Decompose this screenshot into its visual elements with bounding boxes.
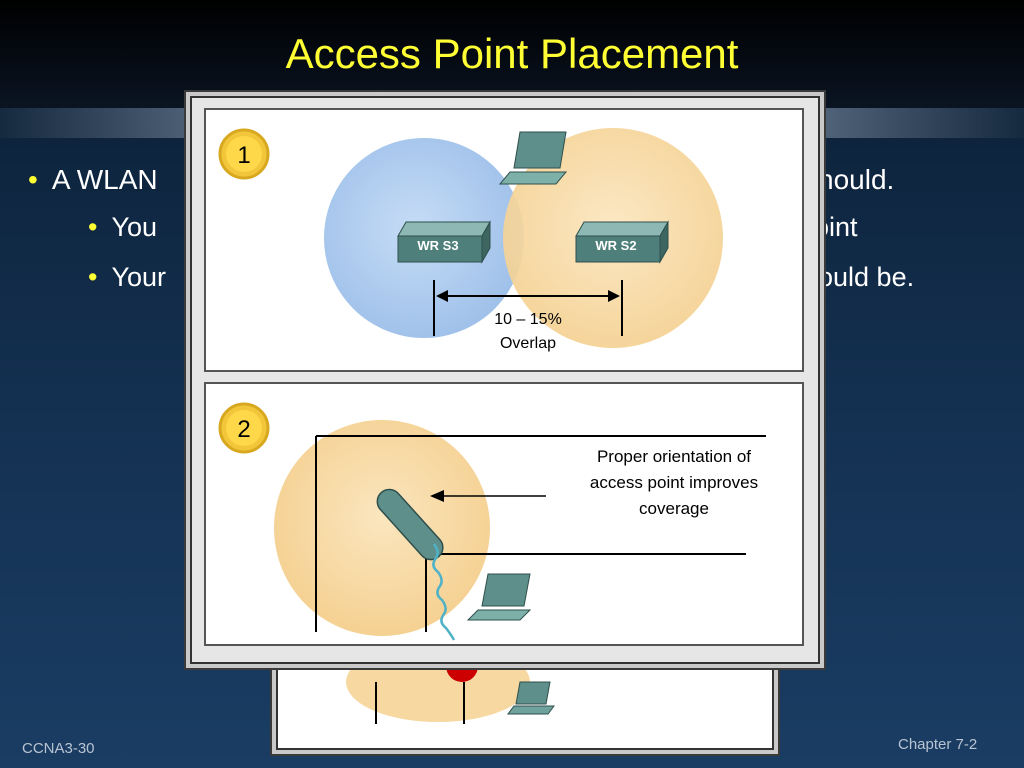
access-point-right: WR S2	[575, 220, 669, 264]
footer-left: CCNA3-30	[22, 740, 95, 757]
caption-line: access point improves	[590, 473, 758, 492]
orientation-diagram: 2 Proper orientation of access point imp…	[218, 402, 766, 641]
sub-bullet-item: • Your	[88, 262, 166, 293]
sub-bullet-text: Your	[111, 262, 167, 292]
sub-bullet-text: You	[111, 212, 158, 242]
coverage-cell	[274, 420, 490, 636]
bullet-dot: •	[88, 212, 98, 242]
arrow-head-left	[436, 290, 448, 302]
access-point-left: WR S3	[397, 220, 491, 264]
sub-bullet-item-tail: ould be.	[818, 262, 914, 293]
bullet-item: • A WLAN	[28, 164, 158, 196]
sub-bullet-tail: ould be.	[818, 262, 915, 292]
bullet-dot: •	[28, 164, 38, 195]
step-number: 1	[237, 142, 250, 169]
sub-bullet-tail: oint	[814, 212, 858, 242]
overlap-percent: 10 – 15%	[494, 311, 562, 328]
sub-bullet-item: • You	[88, 212, 157, 243]
pointer-arrow-head	[430, 490, 444, 502]
slide-title: Access Point Placement	[285, 30, 739, 77]
figure-panel-2: 2 Proper orientation of access point imp…	[204, 382, 804, 646]
bullet-tail: hould.	[818, 164, 895, 195]
bullet-dot: •	[88, 262, 98, 292]
overlap-label: Overlap	[500, 335, 556, 352]
bullet-item-tail: hould.	[818, 164, 894, 196]
arrow-head-right	[608, 290, 620, 302]
laptop-icon	[507, 681, 555, 715]
step-number: 2	[237, 416, 250, 443]
sub-bullet-item-tail: oint	[814, 212, 858, 243]
cable	[432, 543, 456, 641]
laptop-icon	[498, 131, 568, 185]
footer-right: Chapter 7-2	[898, 736, 978, 753]
figure-panel-1: 1 WR S3 WR S2	[204, 108, 804, 372]
laptop-icon	[466, 573, 532, 621]
ap-label: WR S3	[417, 238, 458, 253]
ap-label: WR S2	[595, 238, 636, 253]
caption-line: Proper orientation of	[597, 447, 751, 466]
step-badge-1: 1	[218, 128, 270, 180]
access-point-icon	[376, 488, 444, 561]
caption-line: coverage	[639, 499, 709, 518]
bullet-text: A WLAN	[51, 164, 158, 195]
overlap-diagram: 1 WR S3 WR S2	[218, 128, 723, 352]
figure-card: 1 WR S3 WR S2	[190, 96, 820, 664]
title-band	[0, 0, 1024, 108]
step-badge-2: 2	[218, 402, 270, 454]
